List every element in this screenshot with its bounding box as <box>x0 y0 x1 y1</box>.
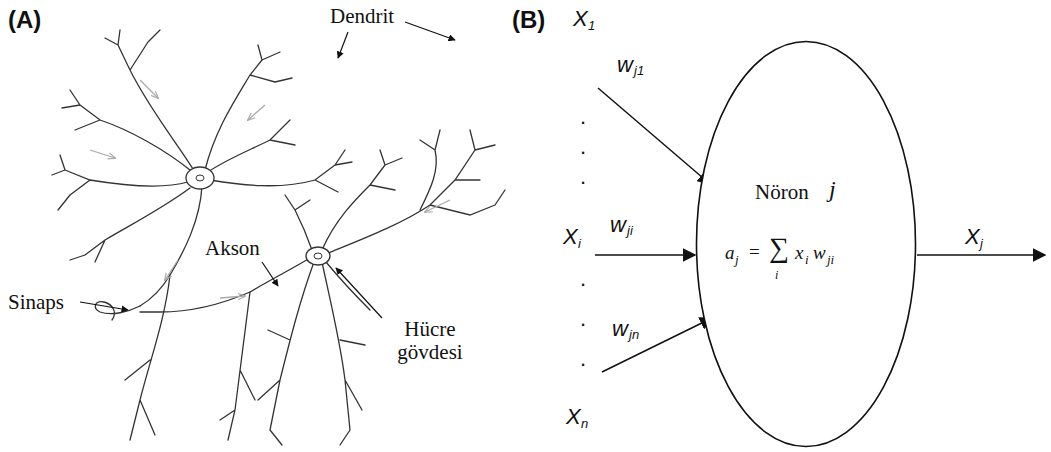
formula-symbol: w <box>813 242 826 264</box>
input-name: X <box>566 404 581 429</box>
cell-body <box>186 167 330 265</box>
input-name: X <box>573 6 588 31</box>
ellipsis-dot: . <box>580 266 586 291</box>
signal-arrow <box>90 80 450 298</box>
weight-index: j1 <box>634 64 644 79</box>
weight-name: w <box>612 316 628 341</box>
part-name: Sinaps <box>8 290 64 314</box>
formula-index: ji <box>827 253 834 268</box>
output-name: X <box>965 224 980 249</box>
formula-operator: = <box>749 241 760 263</box>
ellipsis-dot: . <box>580 346 586 371</box>
panel-letter: (B) <box>512 6 545 34</box>
part-name: Dendrit <box>330 4 394 28</box>
ellipsis-dot: . <box>580 104 586 129</box>
formula-index: i <box>775 269 778 283</box>
part-name: Hücre gövdesi <box>380 318 480 364</box>
formula-index: j <box>735 253 739 268</box>
leader-line <box>80 22 455 318</box>
weight-index: ji <box>627 224 633 239</box>
input-index: n <box>581 417 588 432</box>
weight-name: w <box>617 52 633 77</box>
ellipsis-dot: . <box>580 306 586 331</box>
input-name: X <box>563 224 578 249</box>
neuron-branches <box>52 30 505 445</box>
ellipsis-dot: . <box>580 134 586 159</box>
part-name: Akson <box>205 236 260 260</box>
neuron-circle: Nöronjaj=∑ixiwji <box>695 40 917 448</box>
weight-name: w <box>610 212 626 237</box>
formula-symbol: x <box>795 242 803 264</box>
formula-index: i <box>805 253 809 268</box>
input-index: 1 <box>588 19 595 34</box>
sum-sign: ∑ <box>769 232 789 264</box>
weight-index: jn <box>629 328 639 343</box>
neuron-name: Nöron <box>755 180 809 204</box>
output-index: j <box>980 237 983 252</box>
neuron-index: j <box>829 176 836 204</box>
input-index: i <box>578 237 581 252</box>
formula-symbol: a <box>725 242 735 264</box>
panel-letter: (A) <box>8 6 41 34</box>
ellipsis-dot: . <box>580 164 586 189</box>
